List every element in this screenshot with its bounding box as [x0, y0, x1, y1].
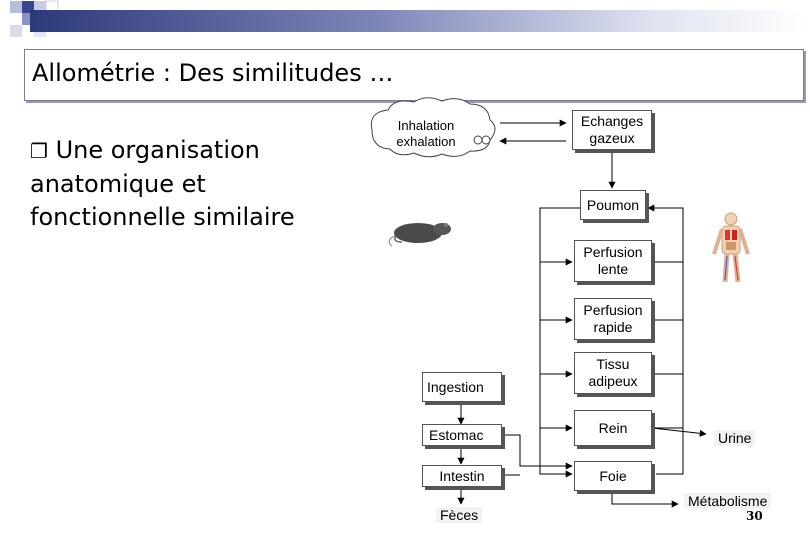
checkbox-bullet-icon: ❐ — [30, 139, 48, 163]
inhalation-cloud — [370, 97, 496, 158]
rat-icon — [388, 223, 451, 247]
ingestion-box: Ingestion — [422, 372, 502, 402]
inhalation-exhalation-label: Inhalation exhalation — [396, 118, 456, 149]
feces-label: Fèces — [436, 507, 483, 523]
poumon-box: Poumon — [580, 190, 646, 220]
intestin-box: Intestin — [422, 465, 502, 487]
estomac-box: Estomac — [422, 424, 502, 446]
tissu-adipeux-box: Tissu adipeux — [574, 352, 652, 394]
urine-label: Urine — [714, 430, 756, 446]
header-band — [30, 10, 805, 32]
perfusion-rapide-box: Perfusion rapide — [574, 298, 652, 340]
perfusion-lente-box: Perfusion lente — [574, 240, 652, 282]
title-frame: Allométrie : Des similitudes … — [24, 49, 804, 101]
foie-box: Foie — [574, 461, 652, 491]
human-anatomy-icon — [712, 212, 750, 283]
bullet-text: Une organisation anatomique et fonctionn… — [30, 136, 295, 231]
slide-title: Allométrie : Des similitudes … — [32, 59, 394, 87]
metabolisme-label: Métabolisme — [684, 493, 772, 509]
slide-number: 30 — [746, 509, 763, 523]
rein-box: Rein — [574, 410, 652, 446]
echanges-gazeux-box: Echanges gazeux — [572, 110, 652, 150]
bullet-item: ❐ Une organisation anatomique et fonctio… — [30, 134, 320, 234]
